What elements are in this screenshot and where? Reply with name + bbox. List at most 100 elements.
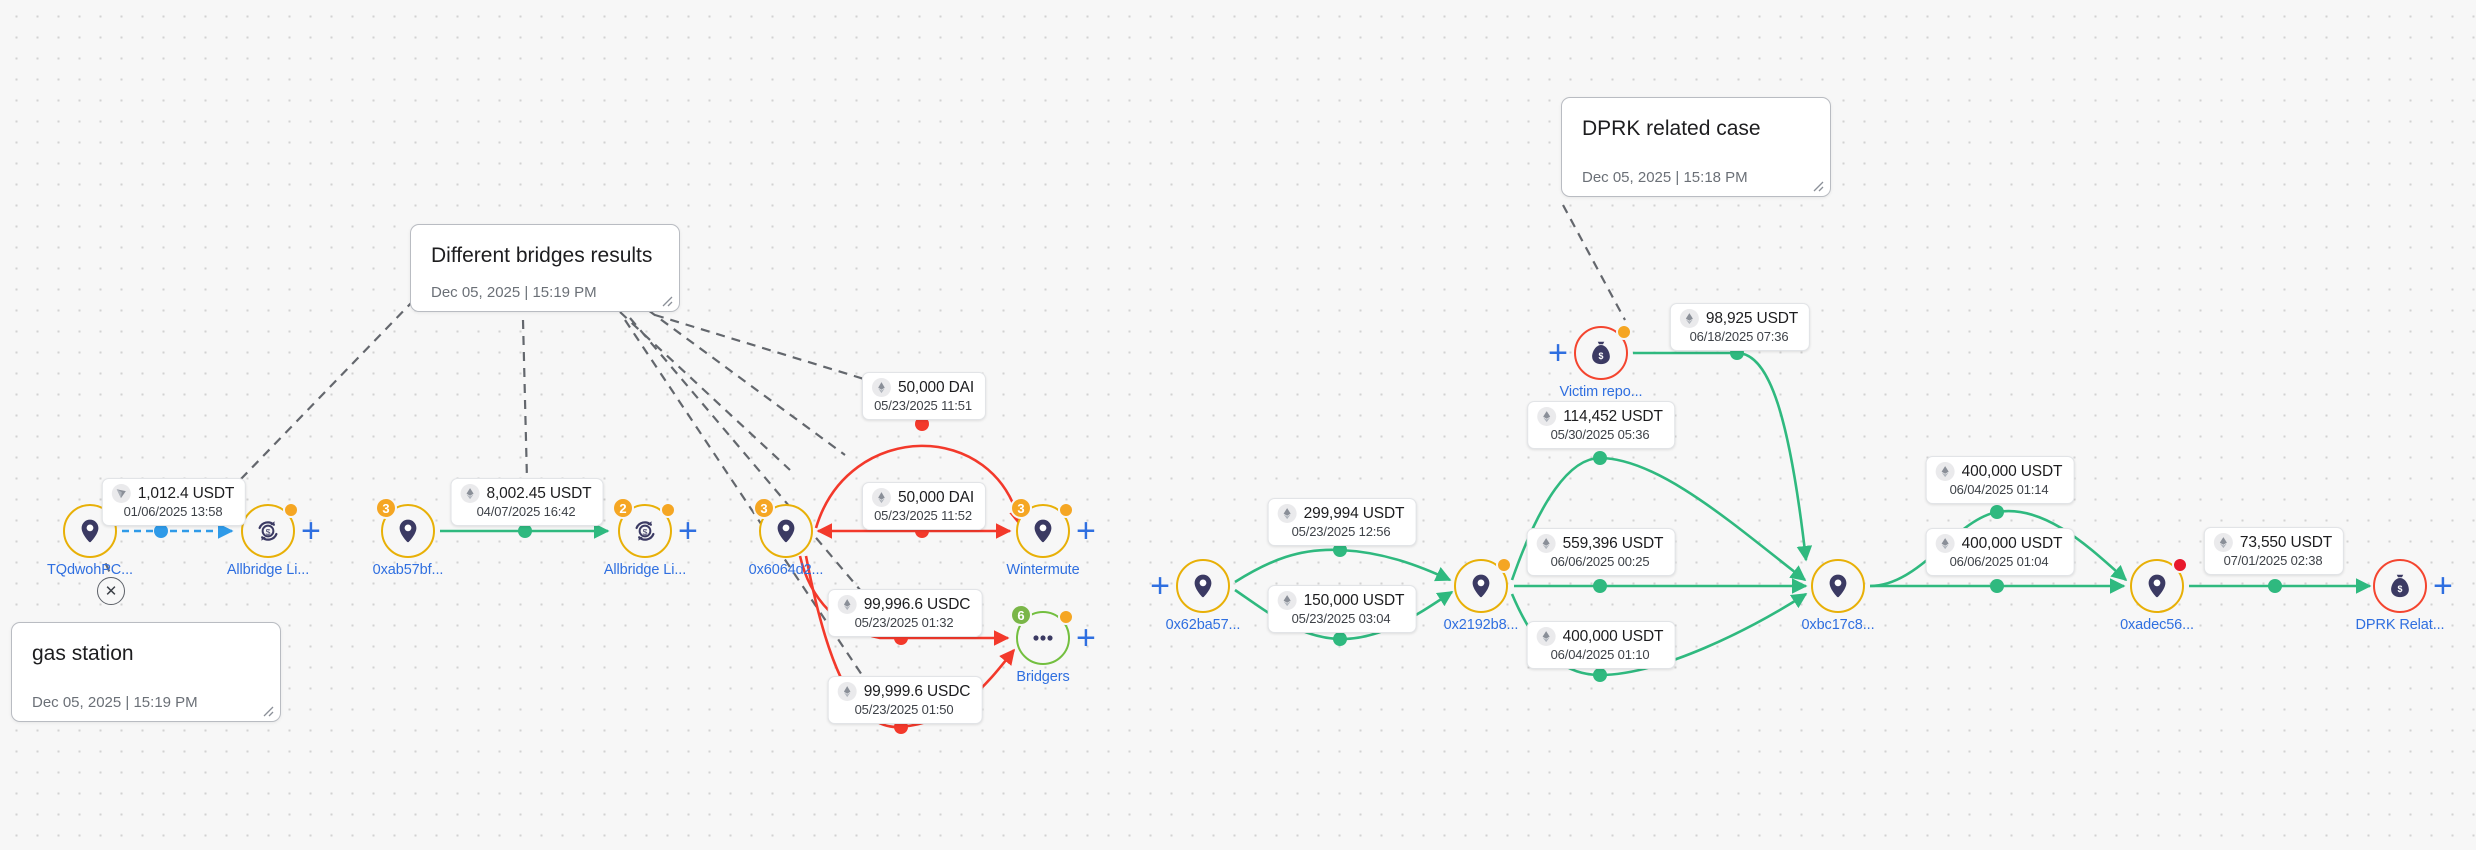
node-label[interactable]: Allbridge Li... [226,562,310,578]
edge-midpoint-dot[interactable] [1333,632,1347,646]
graph-node[interactable]: $+ Allbridge Li... [227,502,321,578]
expand-node-button[interactable]: + [2433,567,2453,605]
eth-icon [1277,504,1297,523]
eth-icon [1935,534,1955,553]
node-status-dot [1496,557,1512,573]
edge-midpoint-dot[interactable] [2268,579,2282,593]
node-label[interactable]: 0xab57bf... [372,562,444,578]
sticky-note[interactable]: Different bridges results Dec 05, 2025 |… [410,224,680,312]
edge-midpoint-dot[interactable] [1593,451,1607,465]
node-ring[interactable] [1176,559,1230,613]
transaction-date: 06/04/2025 01:10 [1550,647,1650,662]
node-status-dot [1058,502,1074,518]
svg-text:$: $ [643,527,648,537]
transaction-amount: 8,002.45 USDT [486,484,592,502]
transaction-amount: 1,012.4 USDT [137,484,235,502]
node-ring[interactable]: $ [241,504,295,558]
expand-node-button[interactable]: + [1150,567,1170,605]
edge-midpoint-dot[interactable] [154,524,168,538]
transaction-amount: 99,996.6 USDC [863,595,971,613]
transaction-amount: 150,000 USDT [1303,591,1405,609]
graph-node[interactable]: 6+Bridgers [1010,604,1096,685]
transaction-label[interactable]: 150,000 USDT 05/23/2025 03:04 [1267,585,1417,633]
transaction-date: 06/04/2025 01:14 [1949,482,2049,497]
resize-handle-icon[interactable] [1810,178,1824,192]
node-count-badge: 3 [753,497,775,519]
edge-midpoint-dot[interactable] [915,417,929,431]
note-title: DPRK related case [1582,117,1761,140]
node-status-dot [660,502,676,518]
eth-icon [1277,591,1297,610]
graph-node[interactable]: $ + DPRK Relat... [2356,559,2453,633]
node-label[interactable]: 0x2192b8... [1443,617,1519,633]
node-label[interactable]: 0x62ba57... [1165,617,1241,633]
graph-node[interactable]: 3+Wintermute [1006,497,1096,578]
edge-midpoint-dot[interactable] [1593,579,1607,593]
resize-handle-icon[interactable] [260,703,274,717]
transaction-date: 05/23/2025 03:04 [1291,611,1391,626]
pin-icon [394,517,422,545]
eth-icon [1536,534,1556,553]
expand-node-button[interactable]: + [1548,334,1568,372]
edge-midpoint-dot[interactable] [1990,505,2004,519]
pin-icon [1189,572,1217,600]
graph-node[interactable]: 3 0x6064d2... [749,497,823,578]
expand-node-button[interactable]: + [301,512,321,550]
node-label[interactable]: TQdwohPC... [47,562,133,578]
graph-node[interactable]: $2+Allbridge Li... [604,497,698,578]
expand-node-button[interactable]: + [1076,512,1096,550]
sticky-note[interactable]: gas station Dec 05, 2025 | 15:19 PM [11,622,281,722]
pin-icon [772,517,800,545]
close-icon[interactable]: ✕ [97,577,125,605]
node-ring[interactable]: $ [2373,559,2427,613]
edge-midpoint-dot[interactable] [518,524,532,538]
graph-node[interactable]: +0x62ba57... [1150,559,1240,633]
node-label[interactable]: Bridgers [1016,669,1070,685]
note-date: Dec 05, 2025 | 15:19 PM [32,694,198,711]
graph-node[interactable]: $ + Victim repo... [1548,324,1643,400]
eth-icon [2213,533,2233,552]
edge-midpoint-dot[interactable] [1333,543,1347,557]
node-ring[interactable] [1811,559,1865,613]
resize-handle-icon[interactable] [659,293,673,307]
edge-midpoint-dot[interactable] [1990,579,2004,593]
svg-text:$: $ [2398,584,2403,594]
usdc-icon [837,595,857,614]
graph-node[interactable]: 0x2192b8... [1444,557,1518,633]
node-label[interactable]: DPRK Relat... [2355,617,2445,633]
expand-node-button[interactable]: + [1076,619,1096,657]
node-label[interactable]: Wintermute [1006,562,1080,578]
graph-node[interactable]: 0xadec56... [2120,557,2194,633]
node-status-dot [1058,609,1074,625]
sticky-note[interactable]: DPRK related case Dec 05, 2025 | 15:18 P… [1561,97,1831,197]
eth-icon [1536,627,1556,646]
expand-node-button[interactable]: + [678,512,698,550]
pin-icon [76,517,104,545]
edge-midpoint-dot[interactable] [1593,668,1607,682]
svg-text:$: $ [1599,351,1604,361]
node-label[interactable]: 0x6064d2... [748,562,824,578]
usdc-icon [837,682,857,701]
node-label[interactable]: 0xadec56... [2120,617,2194,633]
node-label[interactable]: Victim repo... [1559,384,1643,400]
node-label[interactable]: Allbridge Li... [603,562,687,578]
node-label[interactable]: 0xbc17c8... [1801,617,1875,633]
graph-node[interactable]: 0xbc17c8... [1801,559,1875,633]
